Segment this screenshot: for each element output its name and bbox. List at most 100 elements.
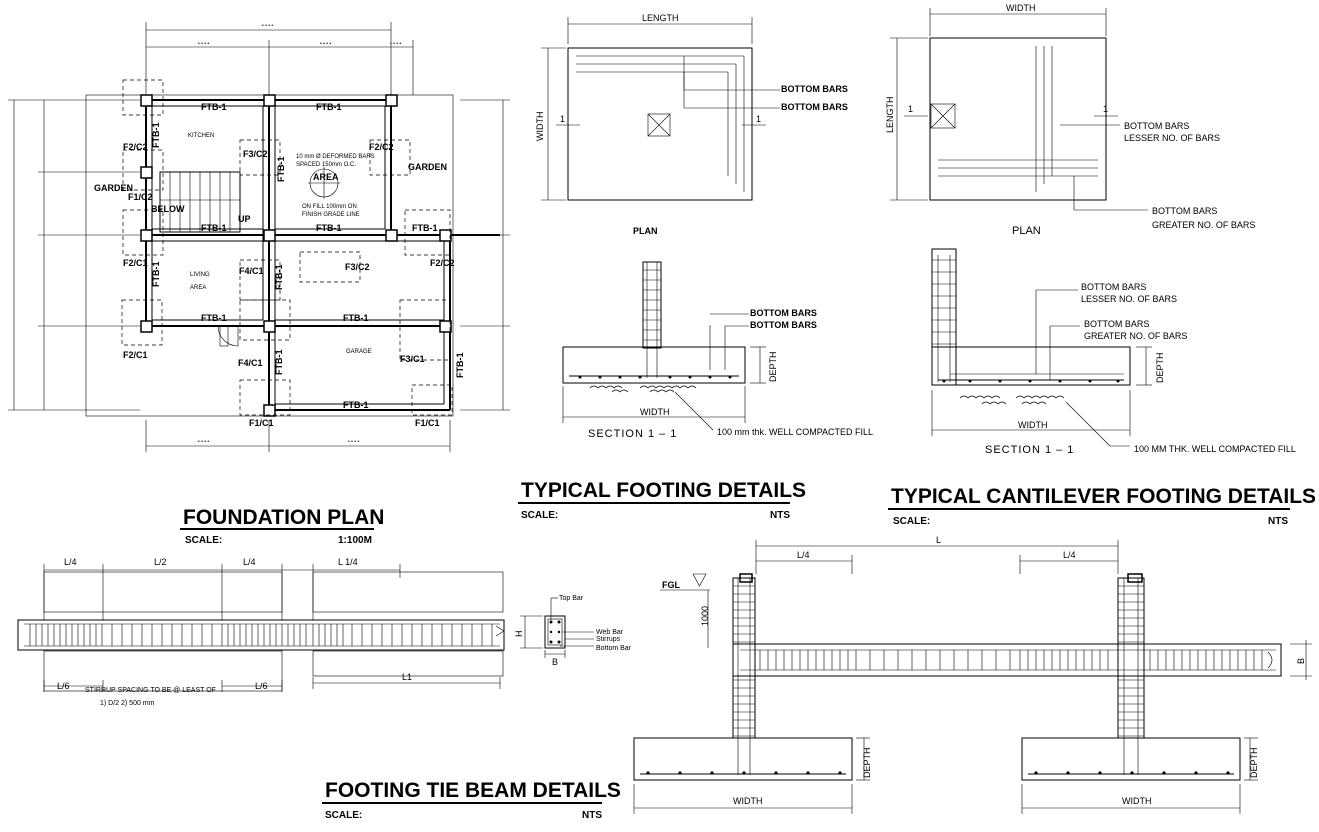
cf-sec-lesser-2: LESSER NO. OF BARS: [1081, 294, 1177, 304]
cf-scale-value: NTS: [1268, 516, 1288, 527]
tf-sec-mark-left: 1: [560, 114, 565, 124]
footing-tie-beam-details: L/4 L/2 L/4 L 1/4 L/6 L/6 L1 STIRRUP SPA…: [17, 557, 632, 821]
cf-quarter-right: L/4: [1063, 550, 1076, 560]
footing-tag: F2/C2: [369, 142, 394, 152]
cf-section-label: SECTION 1 – 1: [985, 444, 1074, 456]
cf-depth: DEPTH: [1155, 352, 1165, 383]
beam-tag: FTB-1: [316, 223, 342, 233]
foundation-plan-scale-value: 1:100M: [338, 535, 372, 546]
tf-sec-bottom-bars-2: BOTTOM BARS: [750, 320, 817, 330]
tb-web-bar: Web Bar: [596, 629, 624, 636]
tb-bottom-bar: Bottom Bar: [596, 645, 632, 652]
cf-footing-depth-left: DEPTH: [862, 747, 872, 778]
beam-tag: FTB-1: [151, 262, 161, 288]
room-living: LIVING: [190, 272, 210, 278]
tf-length: LENGTH: [642, 13, 679, 23]
tie-beam-title: FOOTING TIE BEAM DETAILS: [325, 779, 621, 802]
tb-stirrup-note: STIRRUP SPACING TO BE @ LEAST OF: [85, 687, 216, 694]
beam-tag: FTB-1: [201, 313, 227, 323]
cf-width: WIDTH: [1006, 3, 1036, 13]
cf-footing-depth-right: DEPTH: [1249, 747, 1259, 778]
svg-text:• • • •: • • • •: [198, 439, 209, 445]
tf-section-label: SECTION 1 – 1: [588, 428, 677, 440]
svg-text:• • • •: • • • •: [390, 41, 401, 47]
tf-sec-mark-right: 1: [756, 114, 761, 124]
tb-span: L/2: [154, 557, 167, 567]
tf-bottom-bars-1: BOTTOM BARS: [781, 84, 848, 94]
stair-below: BELOW: [151, 204, 185, 214]
tb-span: L/4: [64, 557, 77, 567]
tb-b: B: [552, 657, 558, 667]
room-living-area: AREA: [190, 285, 206, 291]
cf-b: B: [1296, 658, 1306, 664]
cf-footing-width-left: WIDTH: [733, 796, 763, 806]
tf-bottom-bars-2: BOTTOM BARS: [781, 102, 848, 112]
svg-text:• • • •: • • • •: [262, 23, 273, 29]
tb-stirrup-options: 1) D/2 2) 500 mm: [100, 700, 155, 707]
note-bars-1: 10 mm Ø DEFORMED BARS: [296, 154, 375, 160]
tb-l6-right: L/6: [255, 681, 268, 691]
cf-length: LENGTH: [885, 96, 895, 133]
tb-span: L/4: [243, 557, 256, 567]
cf-fill-note: 100 MM THK. WELL COMPACTED FILL: [1134, 444, 1296, 454]
note-fill-1: ON FILL 100mm ON: [302, 204, 357, 210]
cf-sec-mark-left: 1: [908, 104, 913, 114]
beam-tag: FTB-1: [316, 102, 342, 112]
room-area: AREA: [313, 172, 339, 182]
cf-footing-width-right: WIDTH: [1122, 796, 1152, 806]
beam-tag: FTB-1: [151, 123, 161, 149]
tf-fill-note: 100 mm thk. WELL COMPACTED FILL: [717, 427, 873, 437]
tb-l1: L1: [402, 672, 412, 682]
beam-tag: FTB-1: [455, 353, 465, 379]
cf-fgl: FGL: [662, 580, 680, 590]
beam-tag: FTB-1: [201, 223, 227, 233]
tf-plan-label: PLAN: [633, 226, 658, 236]
footing-tag: F2/C1: [123, 350, 148, 360]
tf-sec-bottom-bars-1: BOTTOM BARS: [750, 308, 817, 318]
cf-quarter-left: L/4: [797, 550, 810, 560]
footing-tag: F4/C1: [238, 358, 263, 368]
columns: [140, 94, 452, 417]
room-kitchen: KITCHEN: [188, 133, 214, 139]
tf-scale-value: NTS: [770, 510, 790, 521]
cantilever-footing-title: TYPICAL CANTILEVER FOOTING DETAILS: [891, 485, 1316, 508]
footing-tag: F1/C1: [415, 418, 440, 428]
beam-tag: FTB-1: [274, 350, 284, 376]
note-bars-2: SPACED 150mm O.C.: [296, 162, 356, 168]
svg-text:• • • •: • • • •: [198, 41, 209, 47]
cf-bars-greater-1: BOTTOM BARS: [1152, 206, 1217, 216]
cf-bars-lesser-2: LESSER NO. OF BARS: [1124, 133, 1220, 143]
room-garden-right: GARDEN: [408, 162, 447, 172]
tb-scale-label: SCALE:: [325, 810, 362, 821]
beam-tag: FTB-1: [343, 400, 369, 410]
beam-tag: FTB-1: [276, 157, 286, 183]
foundation-plan-scale-label: SCALE:: [185, 535, 222, 546]
svg-text:• • • •: • • • •: [348, 439, 359, 445]
column-stirrups: [733, 585, 1144, 737]
foundation-plan: • • • • • • • • • • • • • • • • • • • • …: [8, 22, 510, 546]
tf-depth: DEPTH: [768, 351, 778, 382]
footing-tag: F2/C1: [123, 258, 148, 268]
cf-plan-label: PLAN: [1012, 225, 1041, 237]
cf-bars-greater-2: GREATER NO. OF BARS: [1152, 220, 1255, 230]
cf-sec-greater-2: GREATER NO. OF BARS: [1084, 331, 1187, 341]
cf-sec-width: WIDTH: [1018, 420, 1048, 430]
cf-sec-greater-1: BOTTOM BARS: [1084, 319, 1149, 329]
typical-footing-title: TYPICAL FOOTING DETAILS: [521, 479, 806, 502]
tb-span: L 1/4: [338, 557, 358, 567]
room-garage: GARAGE: [346, 349, 372, 355]
beam-tag: FTB-1: [412, 223, 438, 233]
svg-text:• • • •: • • • •: [320, 41, 331, 47]
typical-footing-details: LENGTH WIDTH 1 1 BOTTOM BARS BOTTOM BARS…: [518, 13, 873, 521]
beam-tag: FTB-1: [201, 102, 227, 112]
foundation-plan-title: FOUNDATION PLAN: [183, 506, 384, 529]
cf-bars-lesser-1: BOTTOM BARS: [1124, 121, 1189, 131]
cf-sec-mark-right: 1: [1103, 104, 1108, 114]
tf-width: WIDTH: [535, 112, 545, 142]
beam-tag: FTB-1: [343, 313, 369, 323]
tb-h: H: [514, 631, 524, 638]
footing-tag: F1/C1: [249, 418, 274, 428]
footing-tag: F1/C2: [128, 192, 153, 202]
cf-scale-label: SCALE:: [893, 516, 930, 527]
